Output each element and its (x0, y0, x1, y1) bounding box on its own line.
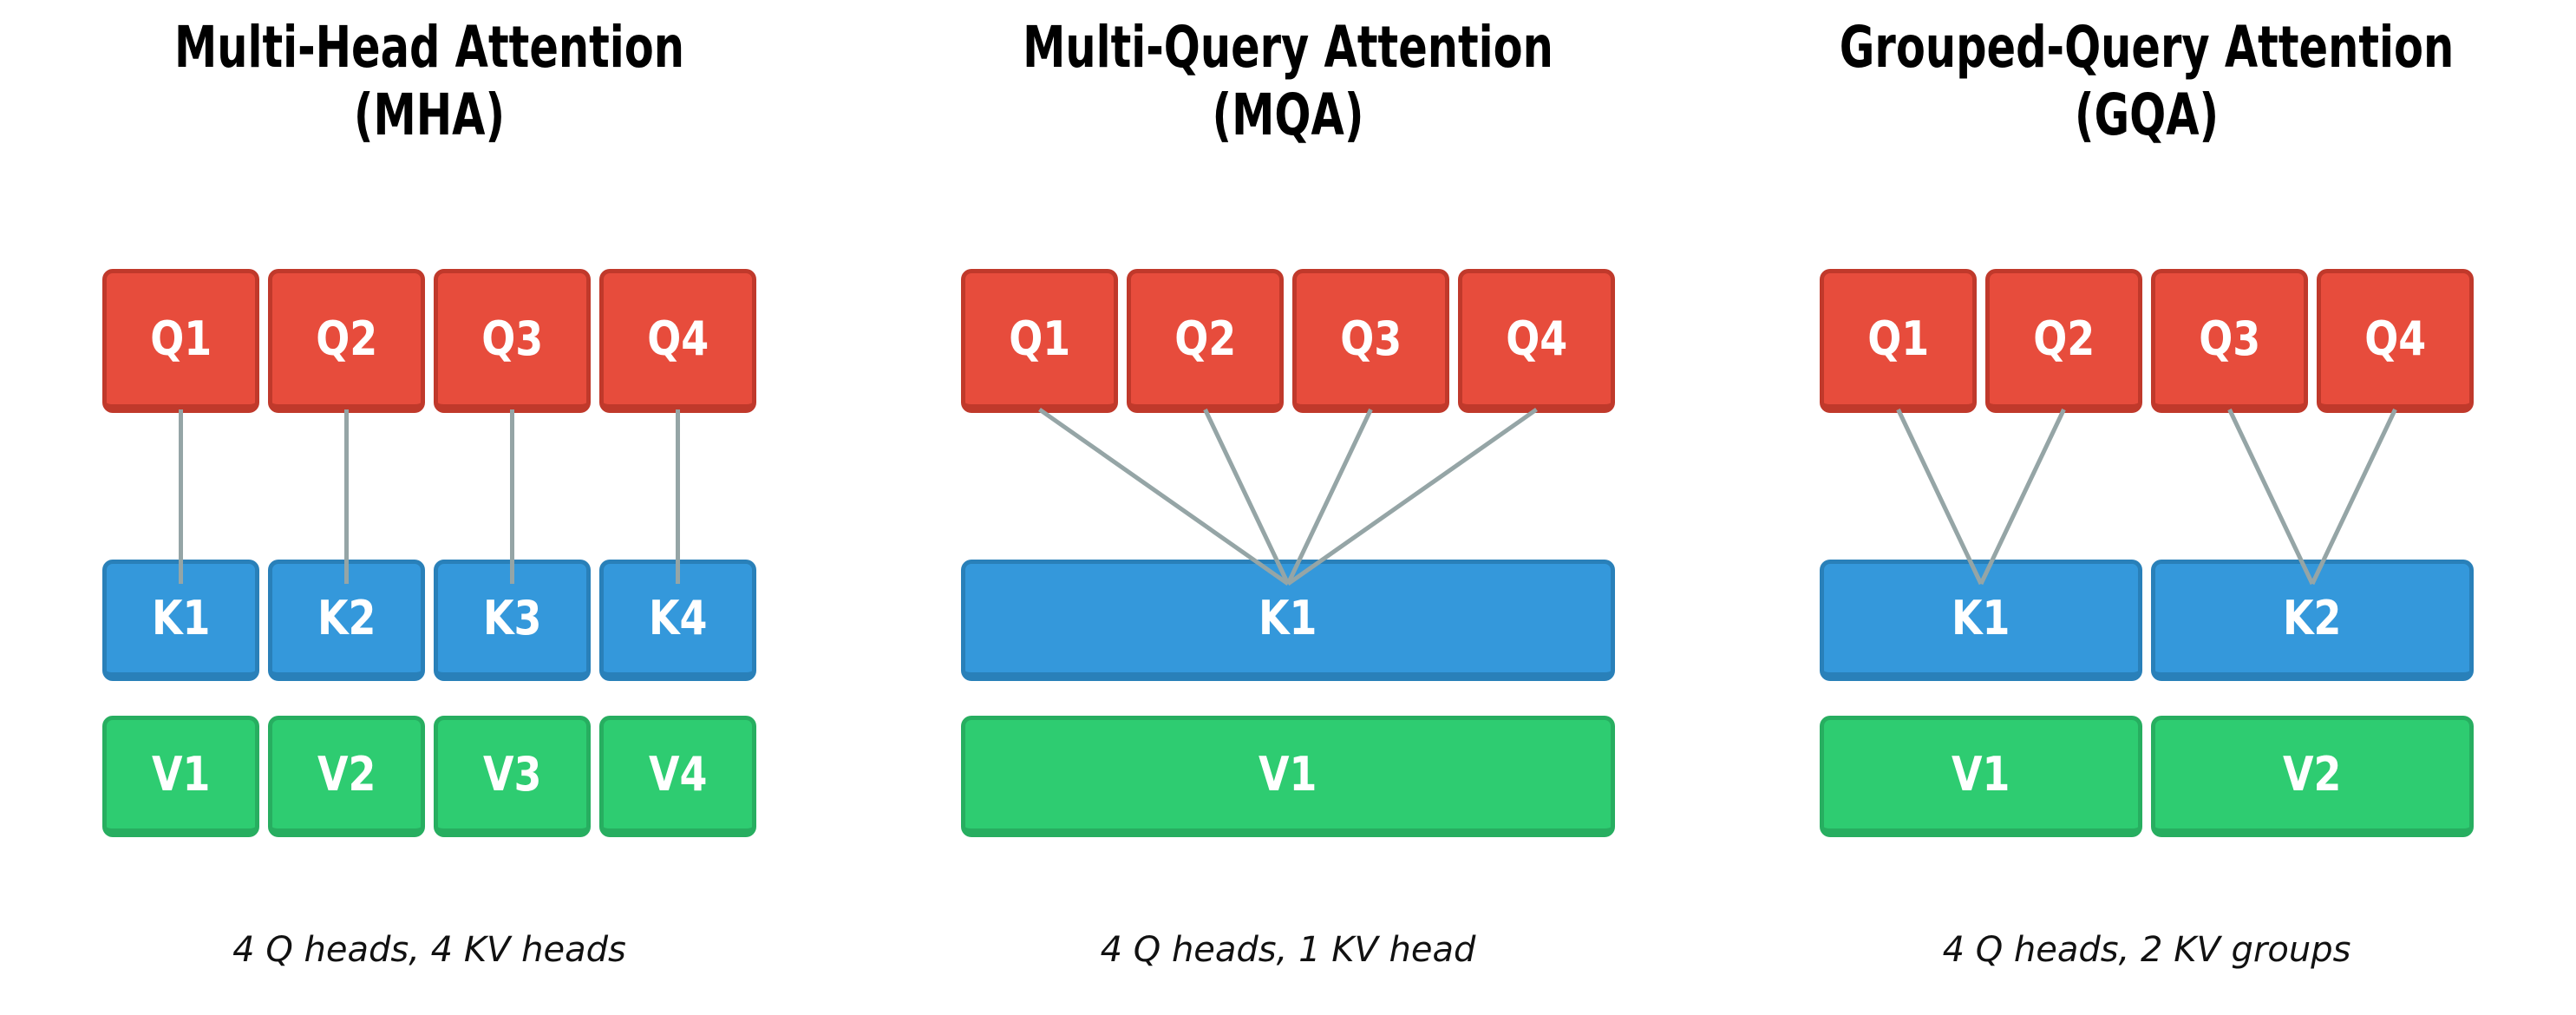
q-head-label: Q2 (1174, 311, 1236, 366)
q-head-label: Q2 (316, 311, 377, 366)
q-head-box: Q1 (1820, 269, 1977, 413)
q-head-label: Q4 (2364, 311, 2426, 366)
q-head-box: Q1 (961, 269, 1118, 413)
q-head-label: Q1 (1009, 311, 1070, 366)
k-head-box: K1 (1820, 560, 2142, 681)
k-head-label: K1 (1952, 591, 2010, 645)
panel-caption: 4 Q heads, 1 KV head (1100, 930, 1476, 970)
panel-mqa: Multi-Query Attention (MQA) Q1 Q2 Q3 Q4 … (859, 0, 1717, 1015)
k-head-box: K3 (434, 560, 591, 681)
q-head-box: Q2 (1127, 269, 1284, 413)
k-head-label: K4 (648, 591, 708, 645)
k-head-box: K4 (599, 560, 756, 681)
k-head-box: K2 (268, 560, 425, 681)
q-head-label: Q4 (647, 311, 709, 366)
q-head-box: Q4 (599, 269, 756, 413)
q-head-label: Q2 (2033, 311, 2095, 366)
v-head-box: V1 (961, 716, 1615, 837)
k-head-label: K1 (1259, 591, 1317, 645)
panel-caption: 4 Q heads, 2 KV groups (1942, 930, 2351, 970)
k-head-box: K1 (961, 560, 1615, 681)
panel-title-line2: (MQA) (1212, 81, 1364, 148)
k-head-label: K2 (2283, 591, 2342, 645)
panel-title-line2: (GQA) (2074, 81, 2220, 148)
v-head-label: V2 (2283, 747, 2342, 802)
panel-title-line1: Multi-Query Attention (1023, 14, 1553, 81)
v-head-label: V1 (151, 747, 211, 802)
v-head-label: V4 (648, 747, 708, 802)
q-head-box: Q3 (434, 269, 591, 413)
panel-title-line1: Grouped-Query Attention (1839, 14, 2455, 81)
q-head-label: Q3 (1340, 311, 1402, 366)
panel-title: Grouped-Query Attention (GQA) (1825, 14, 2469, 149)
v-head-label: V1 (1952, 747, 2010, 802)
v-head-label: V1 (1259, 747, 1317, 802)
q-head-label: Q3 (481, 311, 543, 366)
q-head-box: Q4 (1458, 269, 1615, 413)
k-head-label: K2 (317, 591, 376, 645)
q-head-box: Q2 (268, 269, 425, 413)
panel-title: Multi-Query Attention (MQA) (966, 14, 1611, 149)
q-head-label: Q4 (1506, 311, 1567, 366)
k-head-label: K3 (482, 591, 542, 645)
v-head-box: V1 (102, 716, 259, 837)
k-head-box: K1 (102, 560, 259, 681)
v-head-box: V4 (599, 716, 756, 837)
panel-caption: 4 Q heads, 4 KV heads (232, 930, 626, 970)
q-head-box: Q3 (1292, 269, 1449, 413)
q-head-label: Q1 (1867, 311, 1929, 366)
k-head-box: K2 (2151, 560, 2474, 681)
panel-gqa: Grouped-Query Attention (GQA) Q1 Q2 Q3 Q… (1717, 0, 2576, 1015)
panel-mha: Multi-Head Attention (MHA) Q1 Q2 Q3 Q4 K… (0, 0, 859, 1015)
v-head-box: V3 (434, 716, 591, 837)
panel-title-line2: (MHA) (353, 81, 506, 148)
v-head-box: V2 (268, 716, 425, 837)
v-head-box: V1 (1820, 716, 2142, 837)
q-head-box: Q4 (2317, 269, 2474, 413)
k-head-label: K1 (151, 591, 211, 645)
q-head-box: Q2 (1985, 269, 2142, 413)
q-head-label: Q3 (2199, 311, 2260, 366)
v-head-label: V3 (482, 747, 542, 802)
panel-title: Multi-Head Attention (MHA) (108, 14, 752, 149)
v-head-label: V2 (317, 747, 376, 802)
panel-title-line1: Multi-Head Attention (173, 14, 685, 81)
q-head-box: Q1 (102, 269, 259, 413)
q-head-box: Q3 (2151, 269, 2308, 413)
v-head-box: V2 (2151, 716, 2474, 837)
q-head-label: Q1 (150, 311, 212, 366)
